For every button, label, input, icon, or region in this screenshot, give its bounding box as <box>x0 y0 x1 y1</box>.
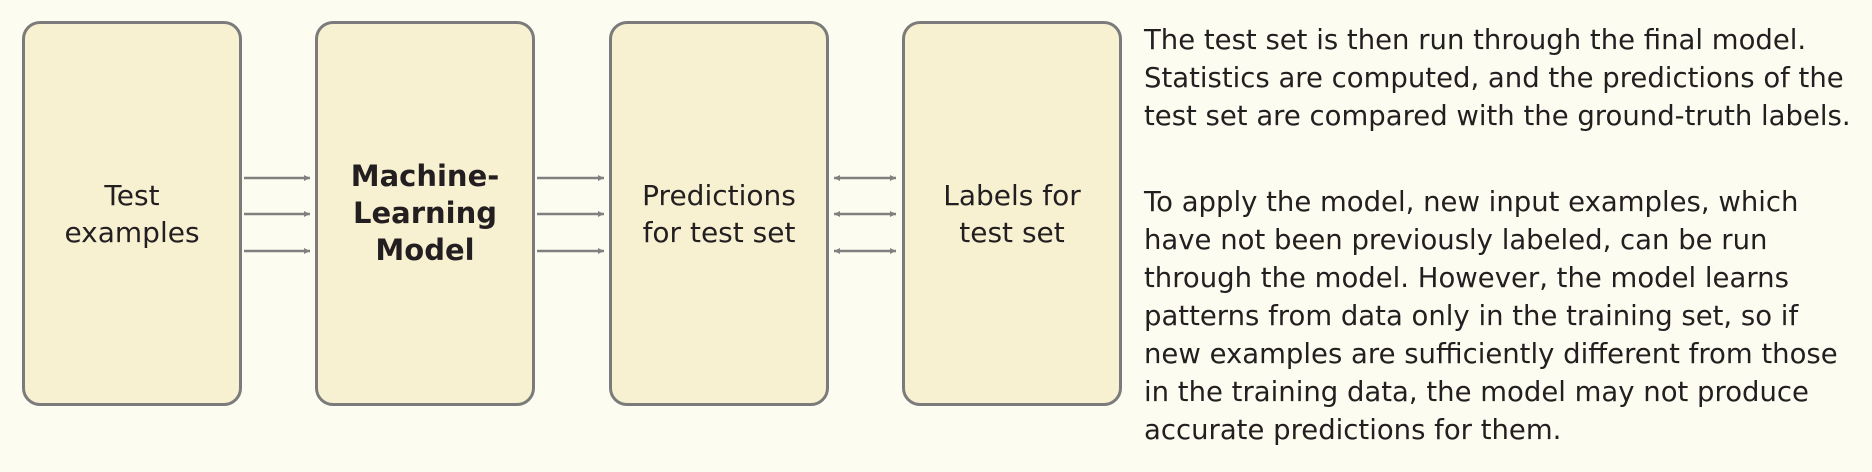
caption-paragraph-2: To apply the model, new input examples, … <box>1144 186 1838 446</box>
machine-learning-model-label: Machine-Learning Model <box>350 159 500 267</box>
predictions-box: Predictions for test set <box>609 21 829 406</box>
test-examples-label: Test examples <box>64 178 200 249</box>
labels-label: Labels for test set <box>943 178 1081 249</box>
caption-paragraph-1: The test set is then run through the fin… <box>1144 24 1851 132</box>
predictions-label: Predictions for test set <box>642 178 796 249</box>
test-examples-box: Test examples <box>22 21 242 406</box>
labels-box: Labels for test set <box>902 21 1122 406</box>
machine-learning-model-box: Machine-Learning Model <box>315 21 535 406</box>
